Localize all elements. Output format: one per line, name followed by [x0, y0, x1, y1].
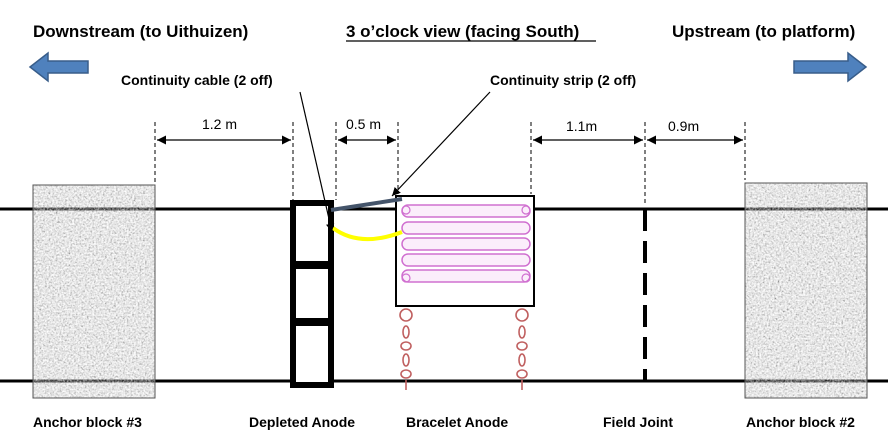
- label-anchor-block-3: Anchor block #3: [33, 414, 142, 430]
- dimension-label-1: 1.2 m: [202, 116, 238, 132]
- bracelet-anode: [395, 195, 535, 307]
- continuity-cable: [331, 226, 403, 242]
- chain-left: [399, 308, 413, 390]
- label-depleted-anode: Depleted Anode: [249, 414, 356, 430]
- continuity-strip: [330, 197, 403, 212]
- upstream-arrow-icon: [793, 51, 868, 83]
- anchor-block-3: [32, 184, 156, 399]
- label-anchor-block-2: Anchor block #2: [746, 414, 855, 430]
- cable-leader: [299, 91, 335, 233]
- chain-right: [515, 308, 529, 390]
- anchor-block-2: [744, 182, 868, 399]
- label-field-joint: Field Joint: [603, 414, 673, 430]
- label-bracelet-anode: Bracelet Anode: [406, 414, 509, 430]
- header-downstream: Downstream (to Uithuizen): [33, 22, 249, 41]
- downstream-arrow-icon: [28, 51, 89, 83]
- callout-continuity-strip: Continuity strip (2 off): [490, 72, 637, 88]
- header-upstream: Upstream (to platform): [672, 22, 856, 41]
- dimension-extension-lines: [154, 122, 746, 206]
- header-view: 3 o’clock view (facing South): [346, 22, 580, 41]
- dimension-label-3: 1.1m: [566, 118, 598, 134]
- dimension-label-4: 0.9m: [668, 118, 700, 134]
- dimension-label-2: 0.5 m: [346, 116, 382, 132]
- strip-leader: [391, 91, 491, 197]
- depleted-anode: [290, 200, 334, 388]
- callout-continuity-cable: Continuity cable (2 off): [121, 72, 273, 88]
